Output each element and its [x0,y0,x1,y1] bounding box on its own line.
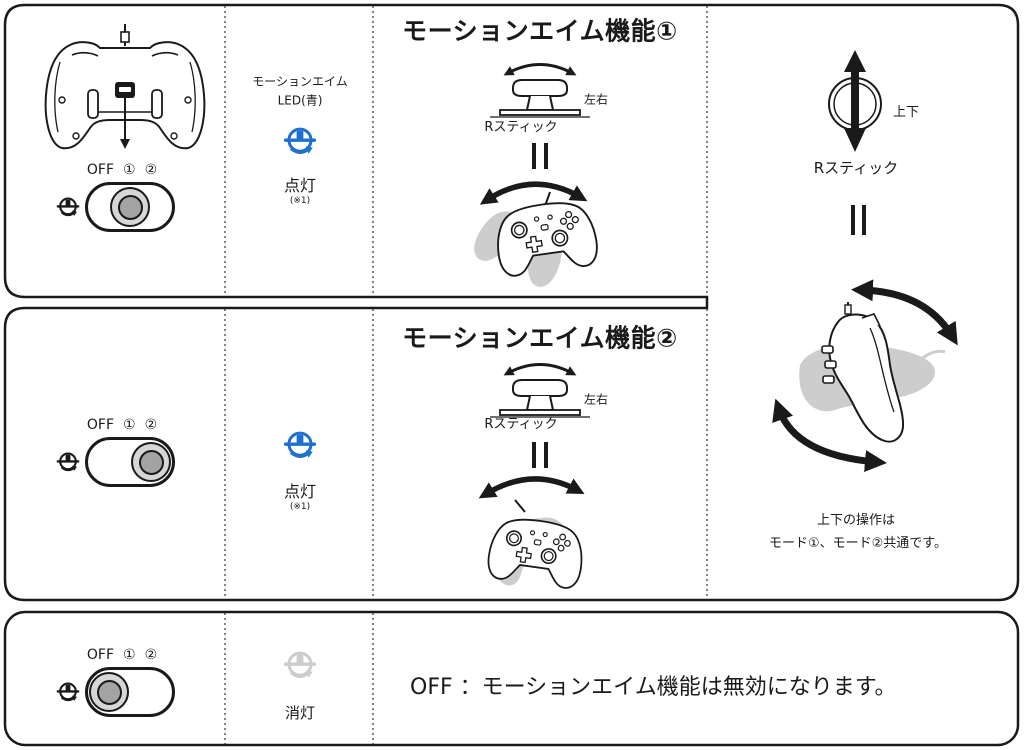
switch-label-1: ① [123,162,136,178]
stick-direction-mode1: 左右 [583,92,609,107]
panel-border-modes [3,3,1020,602]
controller-yaw-illustration-mode1 [468,181,601,292]
led-status-off: 消灯 [284,703,316,722]
controller-back-illustration [44,24,206,150]
switch-knob [89,672,129,712]
motion-aim-led-icon [283,428,317,462]
switch-label-2: ② [144,162,158,178]
switch-label-1: ① [123,647,136,663]
motion-aim-led-off-icon [283,648,317,682]
controller-pitch-illustration [772,279,958,473]
led-status-mode2: 点灯 [283,482,317,502]
motion-aim-icon [56,680,80,704]
switch-position-labels-mode1: OFF ① ② [87,163,157,177]
stick-name-mode2: Rスティック [484,416,558,432]
off-description: OFF ：モーションエイム機能は無効になります。 [410,674,897,700]
switch-label-1: ① [123,417,136,433]
vertical-note-line2: モード①、モード②共通です。 [768,535,948,551]
switch-label-2: ② [144,647,158,663]
switch-label-off: OFF [86,417,114,433]
led-label-line1: モーションエイム [252,74,348,89]
equals-bars-vertical [851,205,866,235]
r-stick-illustration-mode2 [490,363,590,418]
controller-roll-illustration-mode2 [478,476,588,591]
heading-mode2: モーションエイム機能② [402,323,678,353]
motion-aim-icon [56,450,80,474]
vertical-note-line1: 上下の操作は [816,512,896,528]
switch-knob-core [117,194,143,220]
up-down-arrow [844,50,866,152]
column-dividers [224,6,708,744]
led-status-mode1: 点灯 [283,176,317,196]
switch-knob [131,442,171,482]
stick-direction-vertical: 上下 [892,104,920,120]
stick-name-vertical: Rスティック [813,158,899,177]
r-stick-up-down-illustration [828,50,882,152]
equals-bars-mode1 [532,143,548,169]
led-note-mode1: (※1) [289,196,311,207]
switch-label-2: ② [144,417,158,433]
stick-direction-mode2: 左右 [583,392,609,407]
switch-knob-core [138,449,164,475]
led-label-line2: LED(青) [277,93,323,108]
motion-switch-mode1 [85,182,175,232]
switch-position-labels-mode2: OFF ① ② [87,418,157,432]
equals-bars-mode2 [532,442,548,468]
panel-border-off [3,610,1020,747]
motion-switch-off [85,667,175,717]
switch-knob-core [96,679,122,705]
switch-label-off: OFF [86,162,114,178]
stick-name-mode1: Rスティック [484,119,558,135]
heading-mode1: モーションエイム機能① [402,16,678,46]
led-note-mode2: (※1) [289,502,311,513]
switch-knob [110,187,150,227]
switch-label-off: OFF [86,647,114,663]
motion-switch-mode2 [85,437,175,487]
r-stick-illustration-mode1 [490,63,590,118]
switch-position-labels-off: OFF ① ② [87,648,157,662]
motion-aim-icon [56,195,80,219]
motion-aim-led-icon [283,124,317,158]
